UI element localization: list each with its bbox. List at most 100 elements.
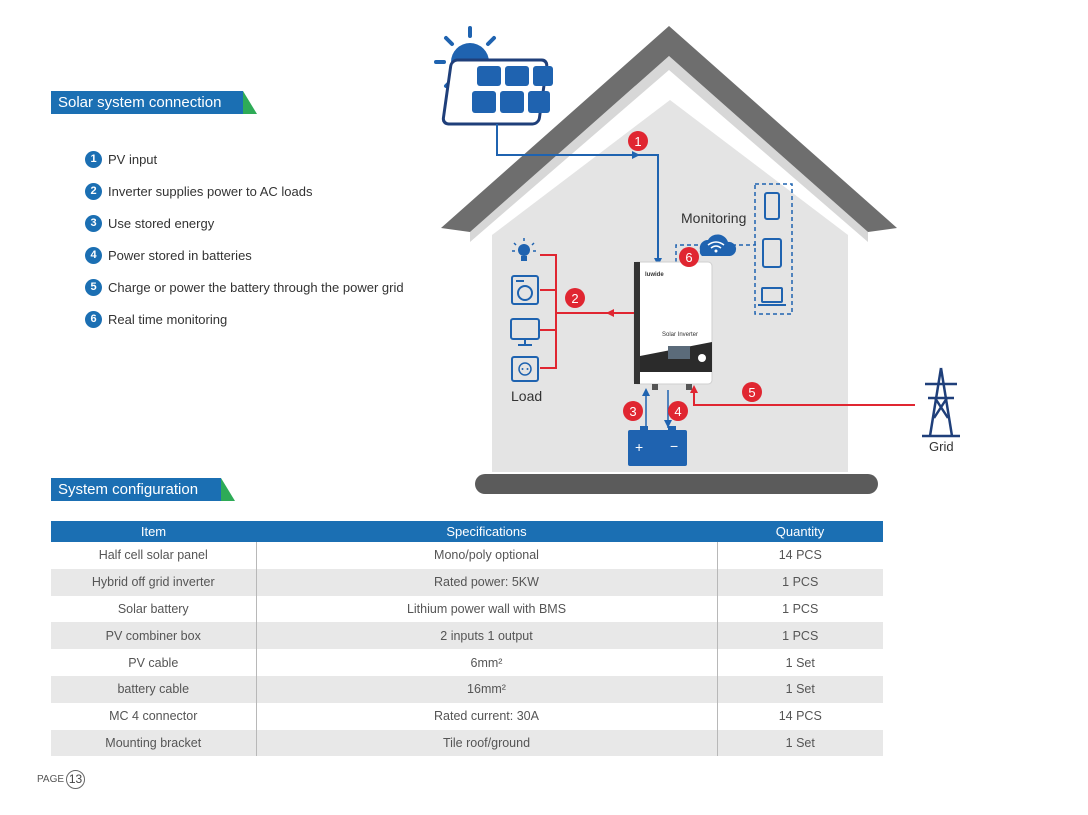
marker-1: 1 (628, 131, 648, 151)
cell-quantity: 14 PCS (778, 548, 822, 563)
cell-specification: Rated current: 30A (256, 702, 718, 730)
grid-tower-icon (922, 367, 960, 438)
cell-item: MC 4 connector (51, 702, 257, 730)
legend-text: Inverter supplies power to AC loads (108, 184, 313, 199)
cell-item: PV cable (51, 649, 257, 676)
section-title-connection: Solar system connection (51, 91, 257, 114)
legend-item: 3 Use stored energy (85, 215, 404, 247)
house-base (475, 474, 878, 494)
table-row: PV cable 6mm² 1 Set (51, 649, 883, 676)
table-row: battery cable 16mm² 1 Set (51, 675, 883, 703)
legend-text: PV input (108, 152, 158, 167)
cell-item: Solar battery (51, 595, 257, 623)
inverter-icon: luwide Solar Inverter (633, 261, 713, 390)
connection-legend: 1 PV input 2 Inverter supplies power to AC… (85, 151, 404, 343)
legend-number-badge: 1 (85, 151, 102, 168)
table-row: Solar battery Lithium power wall with BM… (51, 595, 883, 623)
cloud-wifi-icon (699, 234, 737, 256)
cell-quantity: 1 Set (785, 655, 815, 670)
svg-text:2: 2 (571, 291, 578, 306)
solar-house-diagram: Monitoring luwide Solar Inverter (434, 26, 960, 494)
section-title-configuration: System configuration (51, 478, 235, 501)
legend-item: 4 Power stored in batteries (85, 247, 404, 279)
load-arrow (606, 309, 614, 317)
section-title-text: System configuration (58, 481, 199, 498)
marker-4: 4 (668, 401, 688, 421)
cell-quantity: 1 PCS (717, 568, 883, 596)
legend-item: 2 Inverter supplies power to AC loads (85, 183, 404, 215)
table-row: MC 4 connector Rated current: 30A 14 PCS (51, 702, 883, 730)
cell-item: Hybrid off grid inverter (51, 568, 257, 596)
load-line (540, 254, 557, 369)
svg-text:3: 3 (629, 404, 636, 419)
legend-number-badge: 5 (85, 279, 102, 296)
legend-number-badge: 4 (85, 247, 102, 264)
cell-specification: Tile roof/ground (256, 729, 718, 757)
grid-line (693, 389, 915, 406)
marker-5: 5 (742, 382, 762, 402)
column-header-specifications: Specifications (256, 521, 717, 542)
marker-2: 2 (565, 288, 585, 308)
table-row: PV combiner box 2 inputs 1 output 1 PCS (51, 622, 883, 650)
load-label: Load (511, 388, 542, 404)
legend-number-badge: 3 (85, 215, 102, 232)
devices-box (754, 183, 793, 315)
monitor-icon (510, 318, 540, 346)
legend-text: Charge or power the battery through the … (108, 280, 404, 295)
battery-discharge-arrow (642, 388, 650, 396)
page-number: 13 (66, 770, 86, 789)
cell-specification: 6mm² (256, 649, 718, 676)
inverter-label: Solar Inverter (662, 332, 698, 338)
table-row: Half cell solar panel Mono/poly optional… (51, 542, 883, 569)
page-footer: PAGE 13 (37, 770, 86, 789)
marker-3: 3 (623, 401, 643, 421)
washing-machine-icon (511, 275, 539, 305)
cell-quantity: 1 Set (717, 729, 883, 757)
grid-arrow (690, 385, 698, 393)
pv-line (496, 124, 659, 262)
cell-item: Mounting bracket (51, 729, 257, 757)
cell-specification: Mono/poly optional (256, 542, 718, 569)
column-header-quantity: Quantity (717, 521, 883, 542)
cell-item: battery cable (51, 675, 257, 703)
house-roof (441, 26, 897, 232)
battery-plus: + (635, 439, 643, 455)
monitoring-label: Monitoring (681, 210, 746, 226)
legend-item: 5 Charge or power the battery through the… (85, 279, 404, 311)
svg-text:4: 4 (674, 404, 681, 419)
monitoring-line (675, 244, 700, 262)
inverter-brand: luwide (645, 272, 664, 278)
solar-panel-icon (441, 58, 553, 126)
tablet-icon (762, 238, 782, 268)
table-row: Mounting bracket Tile roof/ground 1 Set (51, 729, 883, 757)
configuration-table: Item Specifications Quantity Half cell s… (51, 521, 883, 757)
battery-minus: − (670, 438, 678, 454)
grid-label: Grid (929, 439, 954, 454)
cell-quantity: 1 PCS (717, 622, 883, 650)
cell-item: PV combiner box (51, 622, 257, 650)
legend-text: Use stored energy (108, 216, 215, 231)
cell-specification: Rated power: 5KW (256, 568, 718, 596)
cell-specification: 16mm² (256, 675, 718, 703)
cell-specification: 2 inputs 1 output (256, 622, 718, 650)
column-header-item: Item (51, 521, 256, 542)
table-row: Hybrid off grid inverter Rated power: 5K… (51, 568, 883, 596)
cell-quantity: 1 Set (717, 675, 883, 703)
laptop-icon (758, 287, 786, 306)
cell-item: Half cell solar panel (51, 542, 257, 569)
phone-icon (764, 192, 780, 220)
page-label: PAGE (37, 774, 65, 785)
pv-arrow (632, 151, 640, 159)
legend-number-badge: 2 (85, 183, 102, 200)
battery-icon: + − (628, 426, 687, 466)
section-title-text: Solar system connection (58, 94, 222, 111)
legend-text: Power stored in batteries (108, 248, 252, 263)
socket-icon (511, 356, 539, 382)
legend-item: 1 PV input (85, 151, 404, 183)
legend-number-badge: 6 (85, 311, 102, 328)
svg-text:6: 6 (685, 250, 692, 265)
cell-specification: Lithium power wall with BMS (256, 595, 718, 623)
cell-quantity: 14 PCS (778, 709, 822, 724)
svg-text:1: 1 (634, 134, 641, 149)
